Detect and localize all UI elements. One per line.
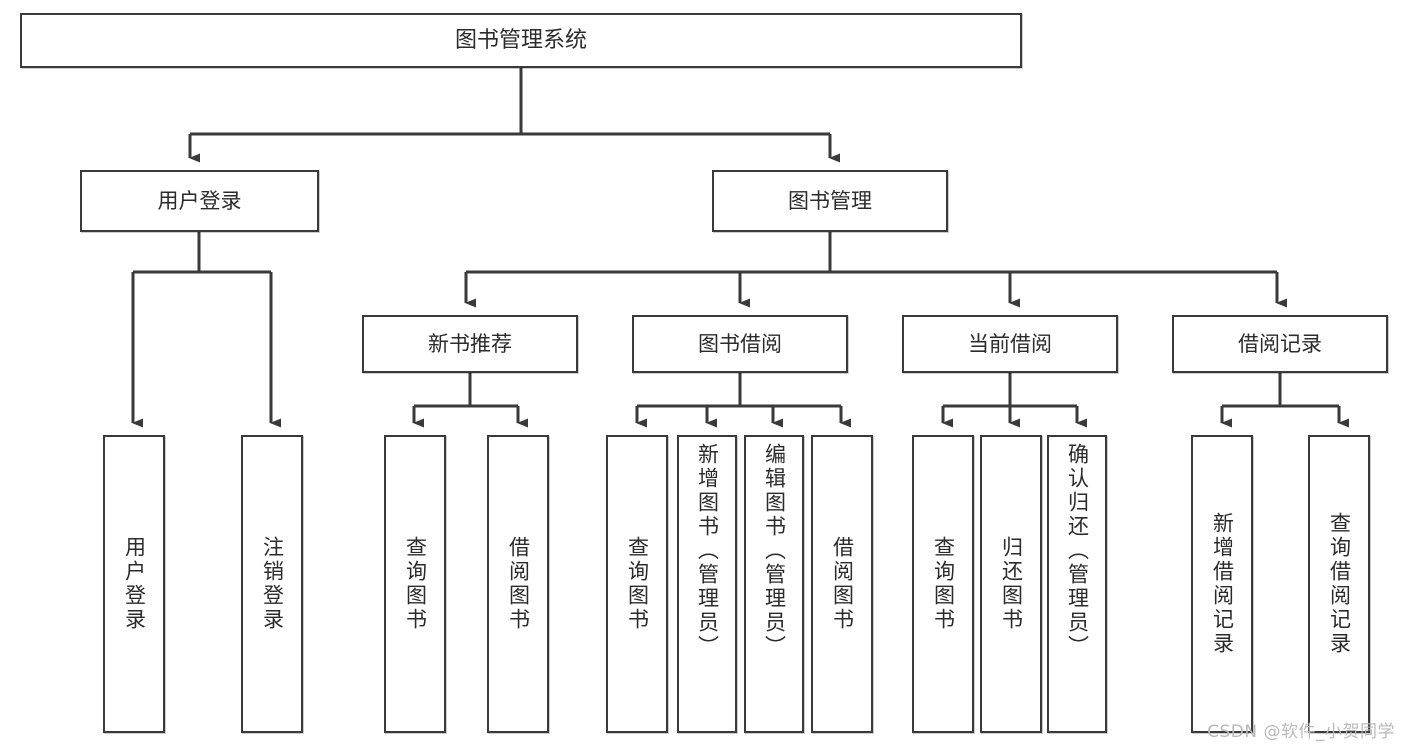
node-label: 编辑图书（管理员） (762, 443, 787, 659)
node-label: 新书推荐 (428, 331, 512, 356)
node-label: 查询图书 (625, 536, 650, 632)
node-root-system[interactable]: 图书管理系统 (20, 13, 1022, 68)
node-user-login[interactable]: 用户登录 (80, 170, 319, 232)
node-label: 借阅图书 (506, 536, 531, 632)
node-book-management[interactable]: 图书管理 (712, 170, 948, 232)
leaf-user-logout[interactable]: 注销登录 (241, 435, 303, 733)
leaf-return-book[interactable]: 归还图书 (980, 435, 1042, 733)
leaf-query-borrow-record[interactable]: 查询借阅记录 (1308, 435, 1370, 733)
watermark: CSDN @软件_小贺同学 (1207, 722, 1395, 742)
node-book-borrow[interactable]: 图书借阅 (632, 315, 848, 373)
node-label: 当前借阅 (968, 331, 1052, 356)
leaf-add-borrow-record[interactable]: 新增借阅记录 (1191, 435, 1253, 733)
node-label: 确认归还（管理员） (1065, 443, 1090, 659)
leaf-edit-book-admin[interactable]: 编辑图书（管理员） (744, 435, 804, 733)
node-new-book-recommend[interactable]: 新书推荐 (362, 315, 578, 373)
node-current-borrow[interactable]: 当前借阅 (902, 315, 1118, 373)
leaf-borrow-book[interactable]: 借阅图书 (811, 435, 873, 733)
node-label: 借阅图书 (830, 536, 855, 632)
node-label: 查询图书 (931, 536, 956, 632)
node-label: 借阅记录 (1238, 331, 1322, 356)
leaf-confirm-return-admin[interactable]: 确认归还（管理员） (1047, 435, 1107, 733)
leaf-query-book-borrow[interactable]: 查询图书 (606, 435, 668, 733)
leaf-borrow-book-recommend[interactable]: 借阅图书 (487, 435, 549, 733)
node-label: 新增借阅记录 (1210, 512, 1235, 656)
node-label: 用户登录 (122, 536, 147, 632)
node-label: 归还图书 (999, 536, 1024, 632)
node-label: 图书管理 (788, 188, 872, 213)
node-label: 用户登录 (157, 188, 242, 213)
leaf-query-book-recommend[interactable]: 查询图书 (384, 435, 446, 733)
node-borrow-record[interactable]: 借阅记录 (1172, 315, 1388, 373)
node-label: 图书借阅 (698, 331, 782, 356)
node-label: 图书管理系统 (454, 27, 587, 53)
leaf-user-login[interactable]: 用户登录 (103, 435, 165, 733)
node-label: 新增图书（管理员） (695, 443, 720, 659)
node-label: 注销登录 (260, 536, 285, 632)
leaf-add-book-admin[interactable]: 新增图书（管理员） (677, 435, 737, 733)
node-label: 查询借阅记录 (1327, 512, 1352, 656)
node-label: 查询图书 (403, 536, 428, 632)
leaf-query-book-current[interactable]: 查询图书 (912, 435, 974, 733)
